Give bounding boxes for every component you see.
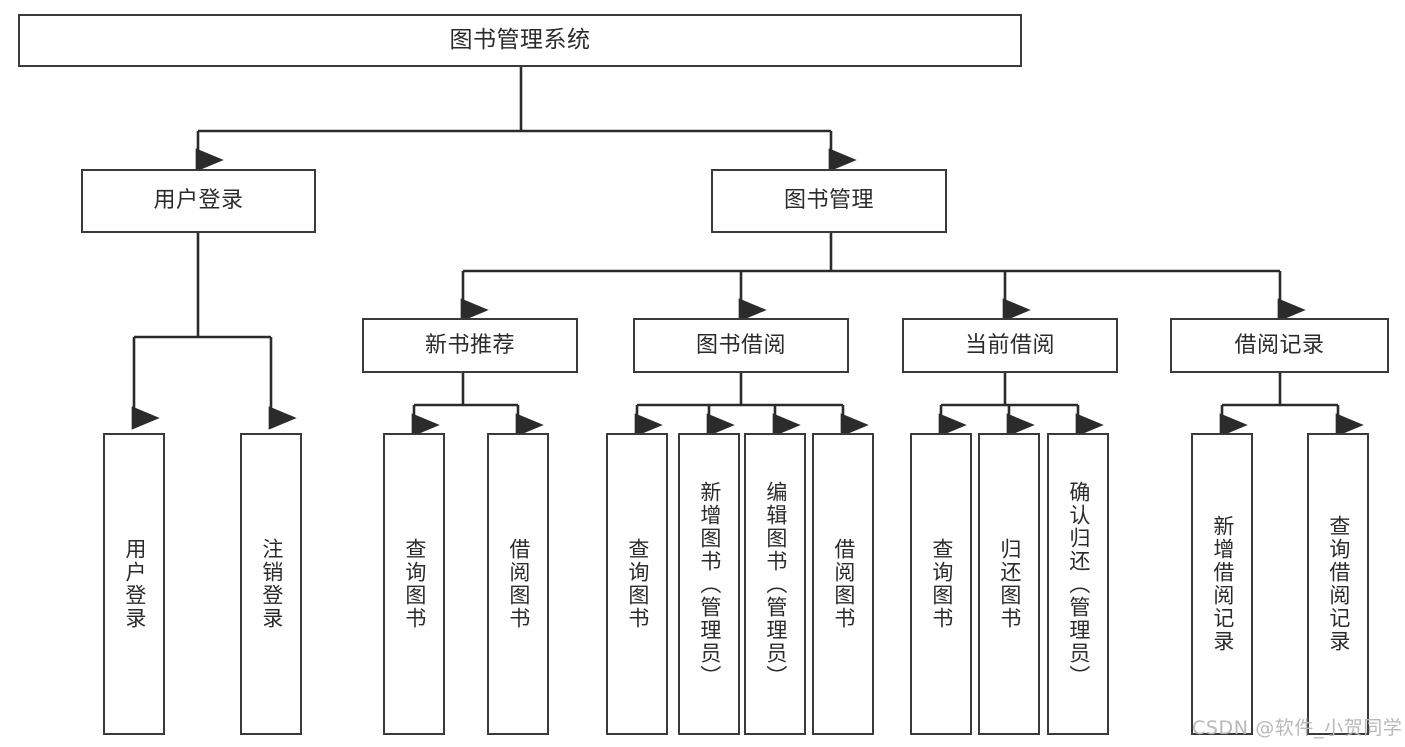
leaf-return-book[interactable]: 归还图书	[978, 433, 1040, 735]
node-book-borrow[interactable]: 图书借阅	[633, 318, 849, 373]
leaf-query-book-current[interactable]: 查询图书	[910, 433, 972, 735]
node-book-manage[interactable]: 图书管理	[711, 169, 947, 233]
node-label: 新增图书（管理员）	[697, 480, 722, 688]
node-label: 图书管理系统	[449, 26, 591, 53]
node-label: 借阅记录	[1234, 332, 1325, 358]
node-label: 借阅图书	[831, 538, 856, 630]
node-label: 图书管理	[783, 188, 874, 214]
node-label: 归还图书	[997, 538, 1022, 630]
node-new-book-recommend[interactable]: 新书推荐	[362, 318, 578, 373]
node-label: 新增借阅记录	[1210, 515, 1235, 653]
leaf-user-login[interactable]: 用户登录	[103, 433, 165, 735]
leaf-confirm-return[interactable]: 确认归还（管理员）	[1047, 433, 1109, 735]
node-label: 查询图书	[625, 538, 650, 630]
leaf-borrow-book-recommend[interactable]: 借阅图书	[487, 433, 549, 735]
leaf-borrow-book-borrow[interactable]: 借阅图书	[812, 433, 874, 735]
node-label: 查询图书	[402, 538, 427, 630]
csdn-watermark: CSDN @软件_小贺同学	[1192, 717, 1403, 739]
leaf-add-book[interactable]: 新增图书（管理员）	[678, 433, 740, 735]
leaf-query-book-recommend[interactable]: 查询图书	[383, 433, 445, 735]
node-root-book-management-system[interactable]: 图书管理系统	[18, 14, 1022, 67]
node-label: 图书借阅	[695, 332, 786, 358]
leaf-query-book-borrow[interactable]: 查询图书	[606, 433, 668, 735]
node-borrow-record[interactable]: 借阅记录	[1170, 318, 1389, 373]
node-label: 查询图书	[929, 538, 954, 630]
node-label: 确认归还（管理员）	[1066, 480, 1091, 688]
node-current-borrow[interactable]: 当前借阅	[902, 318, 1118, 373]
node-label: 编辑图书（管理员）	[763, 480, 788, 688]
node-label: 借阅图书	[506, 538, 531, 630]
node-label: 用户登录	[122, 538, 147, 630]
node-user-login[interactable]: 用户登录	[81, 169, 316, 233]
leaf-add-borrow-record[interactable]: 新增借阅记录	[1191, 433, 1253, 735]
node-label: 查询借阅记录	[1326, 515, 1351, 653]
leaf-edit-book[interactable]: 编辑图书（管理员）	[744, 433, 806, 735]
node-label: 新书推荐	[424, 332, 515, 358]
node-label: 注销登录	[259, 538, 284, 630]
leaf-logout-login[interactable]: 注销登录	[240, 433, 302, 735]
node-label: 当前借阅	[964, 332, 1055, 358]
leaf-query-borrow-record[interactable]: 查询借阅记录	[1307, 433, 1369, 735]
node-label: 用户登录	[153, 188, 244, 214]
